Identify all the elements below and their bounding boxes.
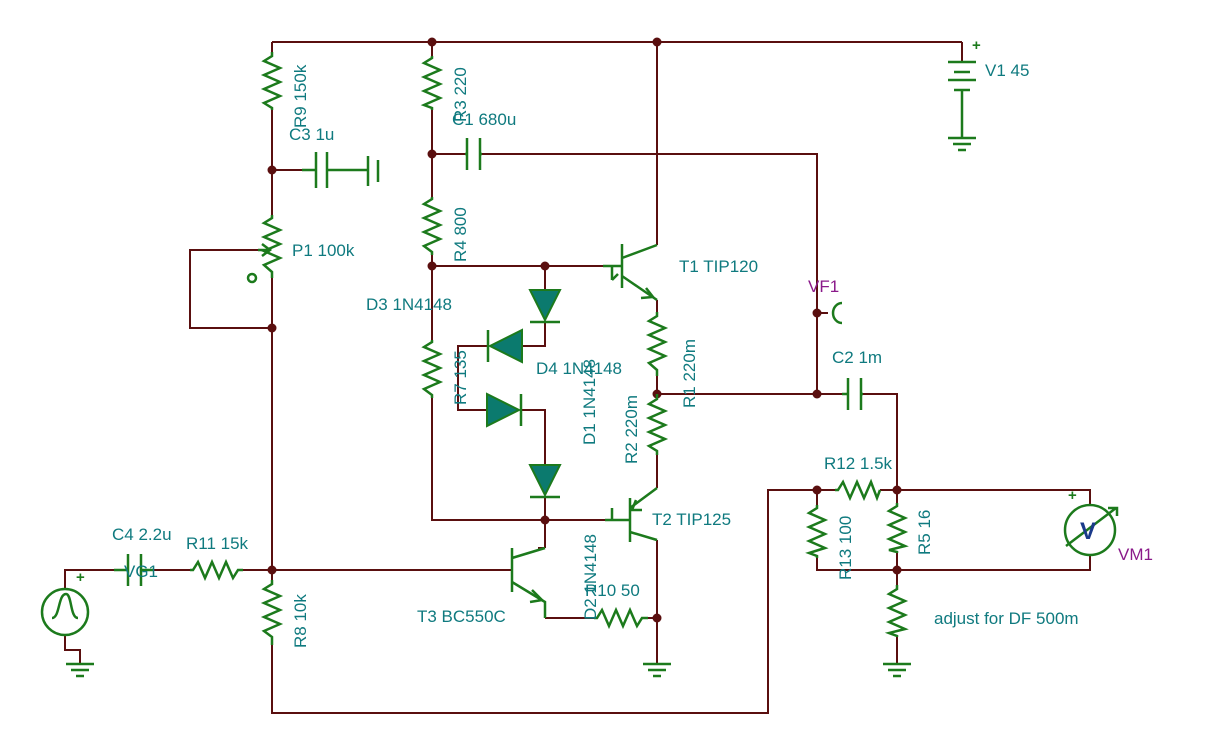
resistor-r10 [594,606,648,630]
voltmeter-vm1: V + [1063,487,1119,557]
resistor-adjust [884,585,909,638]
vm1-plus-sign: + [1068,487,1077,504]
signal-generator-vg1: + [40,569,90,637]
label-c4: C4 2.2u [112,525,172,544]
resistor-r2 [645,394,669,455]
label-p1: P1 100k [292,241,355,260]
label-t1: T1 TIP120 [679,257,758,276]
transistor-t1 [603,243,658,302]
resistor-r8 [260,580,284,645]
resistor-r12 [835,478,882,502]
wires [64,41,1091,714]
label-r10: R10 50 [585,581,640,600]
label-d2: D2 1N4148 [581,534,600,620]
resistor-r7 [420,340,444,398]
junctions [267,37,902,623]
diode-d1 [486,392,523,428]
v1-plus-sign: + [972,37,981,54]
label-t2: T2 TIP125 [652,510,731,529]
label-r5: R5 16 [915,510,934,555]
transistor-t2 [605,486,658,542]
component-labels: R9 150k C3 1u P1 100k R3 220 C1 680u R4 … [112,61,1153,648]
label-d4: D4 1N4148 [536,359,622,378]
resistor-r1 [645,312,669,376]
label-r11: R11 15k [186,534,249,553]
label-c3: C3 1u [289,125,334,144]
capacitor-c1 [465,138,482,170]
diode-d4 [486,328,523,364]
label-c1: C1 680u [452,110,516,129]
label-d1: D1 1N4148 [580,359,599,445]
vg1-plus-sign: + [76,569,85,586]
probe-vf1 [831,301,843,325]
capacitor-c2 [842,378,863,410]
voltmeter-letter: V [1080,518,1096,545]
capacitor-c3 [302,152,380,188]
transistor-t3 [510,546,547,618]
label-r2: R2 220m [622,395,641,464]
label-d3: D3 1N4148 [366,295,452,314]
potentiometer-p1 [246,215,284,284]
resistor-r9 [260,52,284,110]
resistor-r3 [420,56,444,110]
resistor-r11 [190,558,243,582]
label-c2: C2 1m [832,348,882,367]
label-r1: R1 220m [680,339,699,408]
label-r8: R8 10k [291,594,310,648]
capacitor-c4 [114,554,153,586]
label-r12: R12 1.5k [824,454,893,473]
resistor-r13 [805,505,829,558]
label-vf1: VF1 [808,277,839,296]
label-r9: R9 150k [291,64,310,128]
label-t3: T3 BC550C [417,607,506,626]
resistor-r5 [885,503,909,554]
label-r7: R7 135 [451,350,470,405]
diode-d3 [528,289,562,324]
label-r4: R4 800 [451,207,470,262]
resistor-r4 [420,197,444,255]
label-v1: V1 45 [985,61,1029,80]
diode-d2 [528,464,562,499]
ground-symbols [66,136,976,678]
annotation-adjust: adjust for DF 500m [934,609,1079,628]
label-vg1: VG1 [124,562,158,581]
label-vm1: VM1 [1118,545,1153,564]
label-r3: R3 220 [451,67,470,122]
label-r13: R13 100 [836,516,855,580]
battery-v1: + [948,37,981,138]
